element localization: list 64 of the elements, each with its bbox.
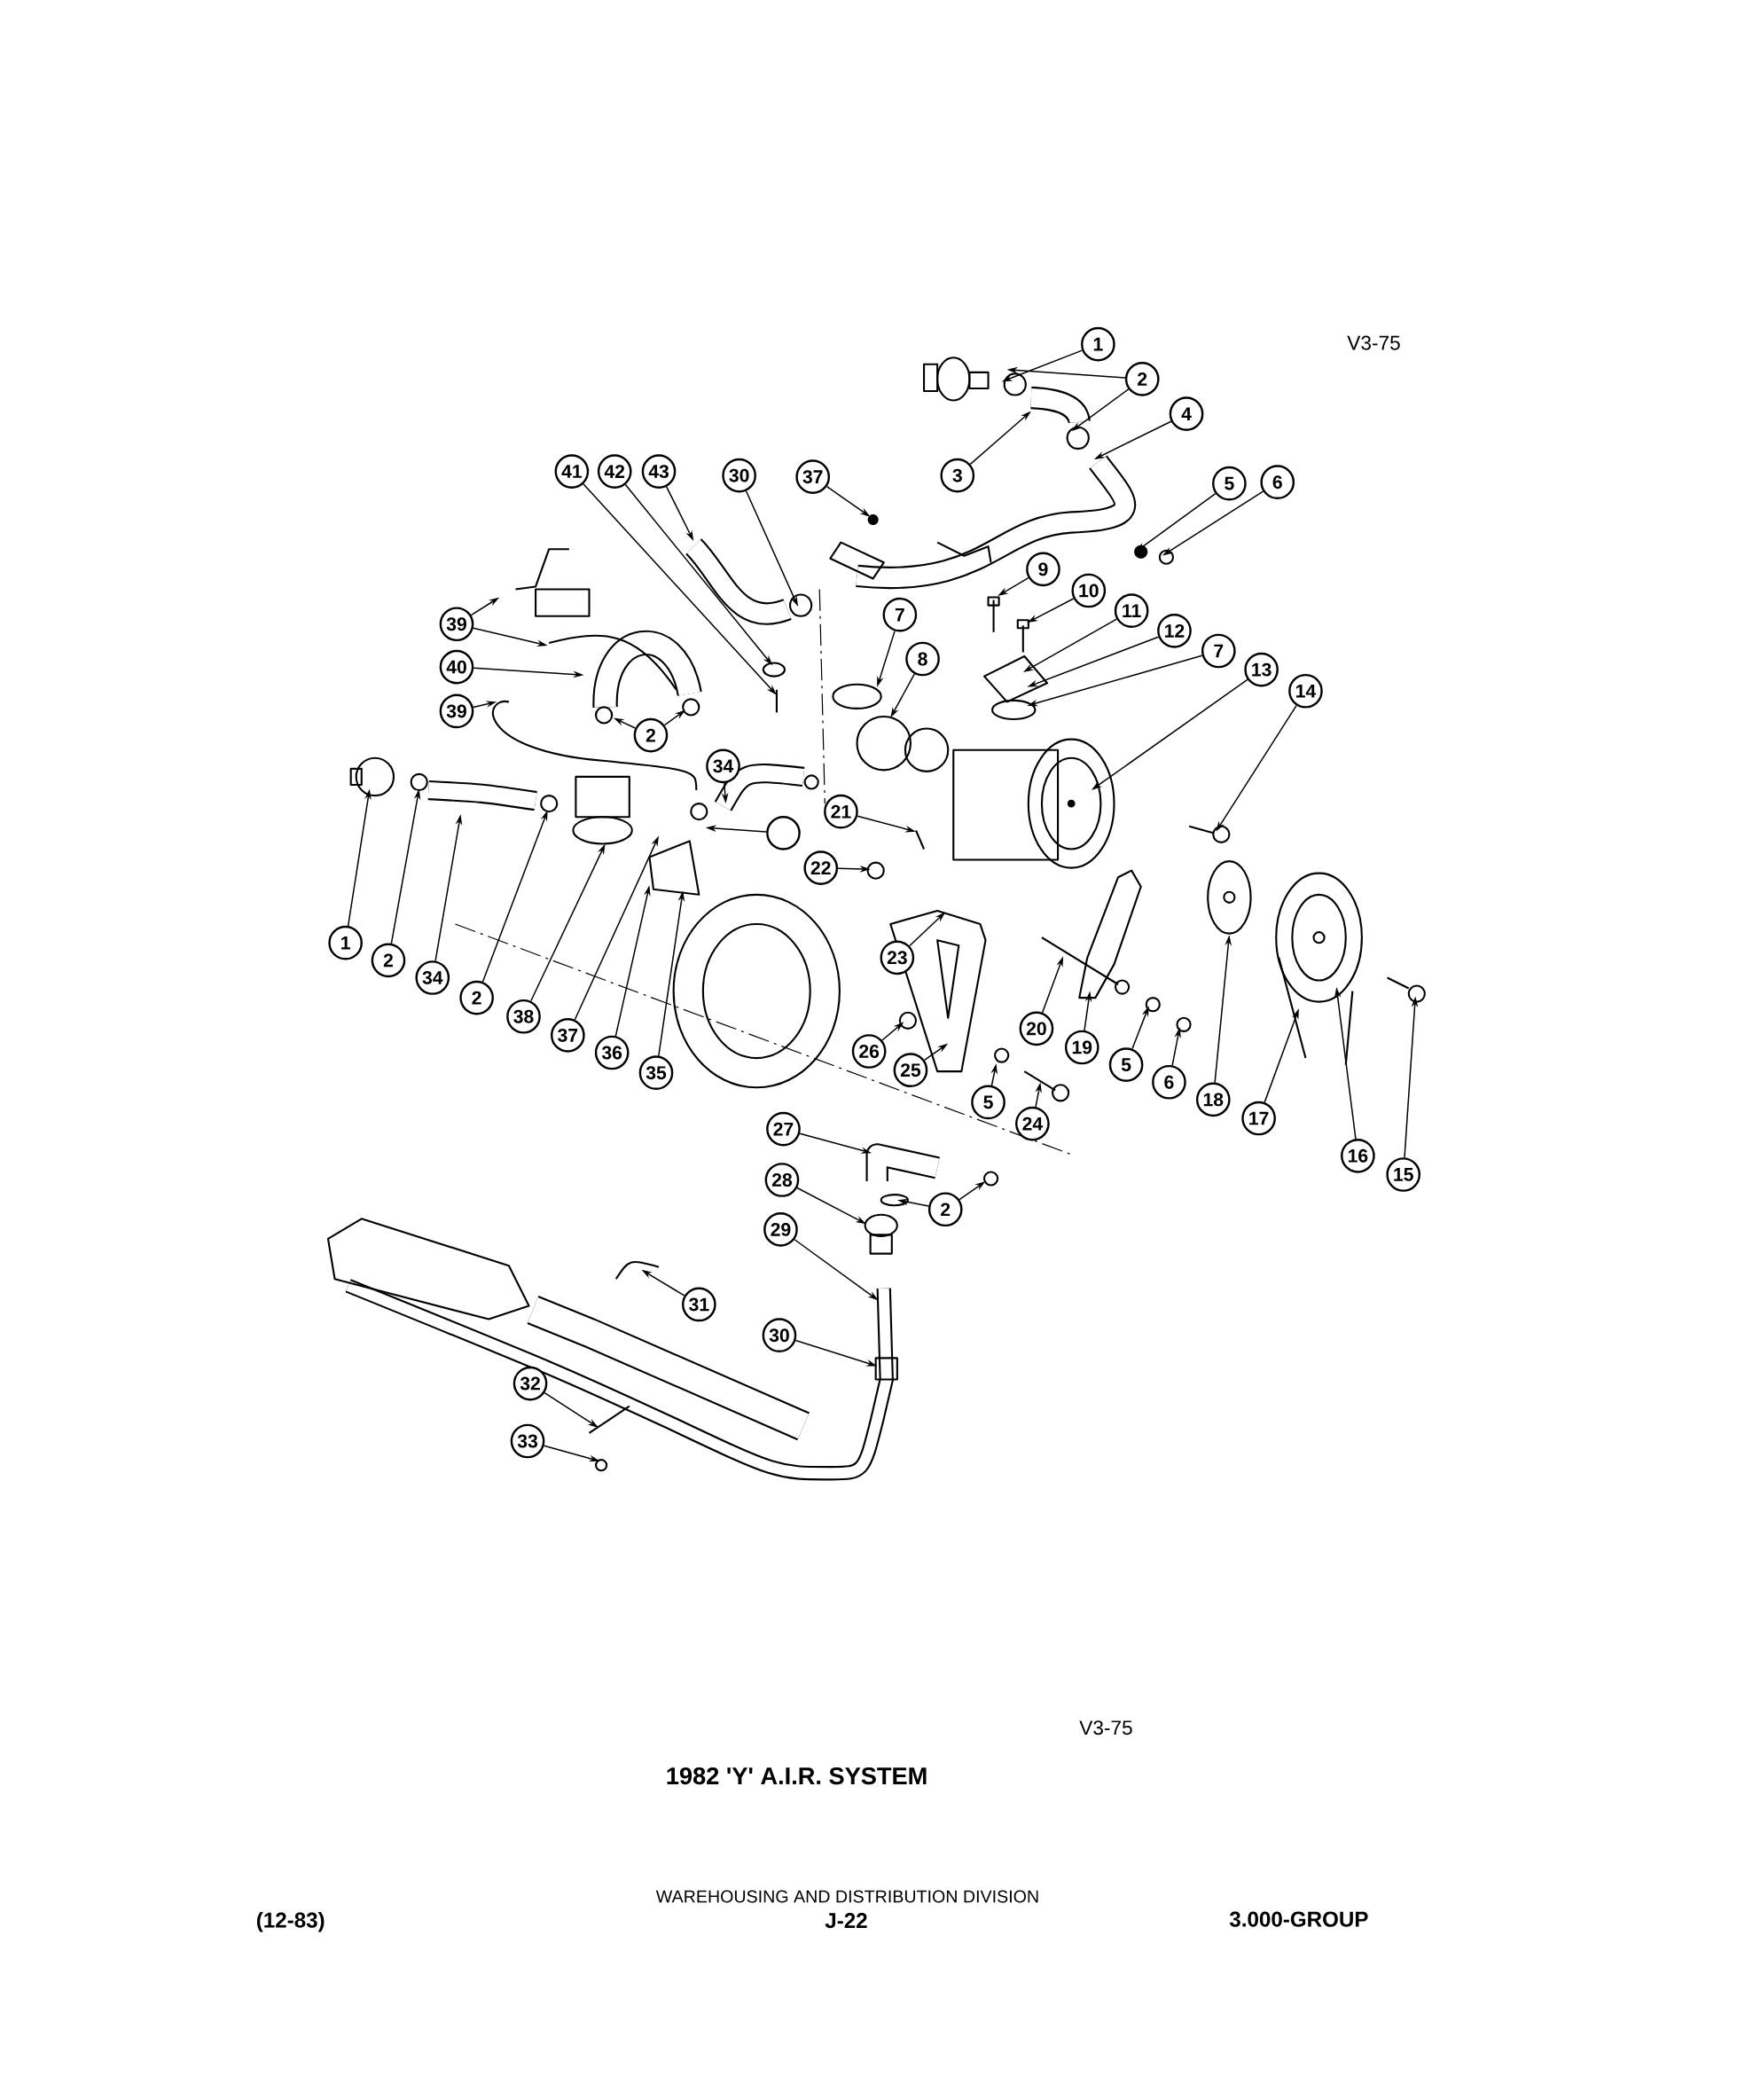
callout-number: 39	[439, 607, 474, 642]
callout-number: 12	[1157, 614, 1192, 648]
callout-number: 6	[1152, 1064, 1186, 1100]
callout-number: 43	[641, 454, 677, 489]
callout-number: 1	[1081, 326, 1115, 362]
callout-number: 11	[1114, 593, 1149, 628]
callout-number: 37	[795, 459, 831, 494]
callout-number: 14	[1288, 673, 1323, 709]
callout-number: 4	[1169, 396, 1204, 431]
callout-number: 19	[1065, 1030, 1099, 1065]
callout-number: 7	[1201, 633, 1236, 669]
callout-number: 2	[633, 717, 669, 753]
callout-number: 16	[1341, 1139, 1375, 1173]
callout-number: 17	[1241, 1101, 1276, 1136]
callout-number: 34	[415, 960, 450, 995]
footer-text: WAREHOUSING AND DISTRIBUTION DIVISION	[656, 1890, 1038, 1903]
callout-number: 22	[803, 850, 839, 885]
callout-number: 1	[328, 925, 364, 960]
callout-number: 38	[506, 999, 541, 1034]
callout-number: 39	[439, 693, 474, 729]
callout-number: 8	[905, 641, 940, 677]
callout-number: 28	[764, 1163, 800, 1197]
callout-number: 2	[1124, 362, 1160, 396]
title: 1982 'Y' A.I.R. SYSTEM	[667, 1767, 927, 1785]
callout-number: 3	[940, 458, 975, 493]
page-number: J-22	[825, 1913, 867, 1929]
callout-number: 31	[682, 1287, 716, 1322]
callout-number: 25	[893, 1053, 928, 1087]
callout-number: 23	[880, 940, 915, 976]
callout-number	[766, 816, 801, 850]
callout-number: 2	[371, 943, 406, 978]
callout-number: 37	[551, 1018, 585, 1053]
callout-number: 13	[1244, 652, 1279, 687]
callout-number: 5	[971, 1085, 1006, 1120]
callout-number: 33	[510, 1423, 545, 1459]
callout-number: 10	[1071, 573, 1107, 608]
callout-number: 29	[763, 1212, 798, 1247]
callout-number: 36	[594, 1035, 630, 1070]
group-number: 3.000-GROUP	[1230, 1911, 1368, 1927]
callout-number: 32	[513, 1366, 548, 1401]
callout-number: 7	[882, 597, 918, 632]
callout-number: 9	[1026, 552, 1060, 587]
callout-number: 34	[706, 748, 740, 784]
callout-number: 20	[1019, 1011, 1054, 1046]
callout-number: 42	[597, 454, 632, 489]
callout-number: 40	[439, 649, 474, 685]
callout-number: 18	[1196, 1082, 1231, 1117]
date-code: (12-83)	[257, 1911, 325, 1932]
figure-number: V3-75	[1347, 335, 1400, 350]
callout-number: 30	[722, 458, 757, 493]
callout-number: 2	[459, 980, 495, 1015]
callout-number: 35	[638, 1055, 674, 1090]
callout-number: 15	[1386, 1157, 1421, 1192]
callout-number: 27	[766, 1111, 801, 1147]
callout-number: 26	[851, 1034, 887, 1069]
callout-number: 2	[927, 1192, 963, 1227]
figure-number: V3-75	[1079, 1720, 1132, 1736]
callout-number: 5	[1212, 466, 1247, 501]
callout-number: 6	[1260, 465, 1295, 499]
callout-number: 21	[824, 794, 858, 829]
callout-number: 41	[554, 454, 590, 489]
callout-number: 30	[762, 1318, 797, 1352]
callout-number: 5	[1108, 1047, 1144, 1082]
callout-number: 24	[1015, 1106, 1050, 1141]
